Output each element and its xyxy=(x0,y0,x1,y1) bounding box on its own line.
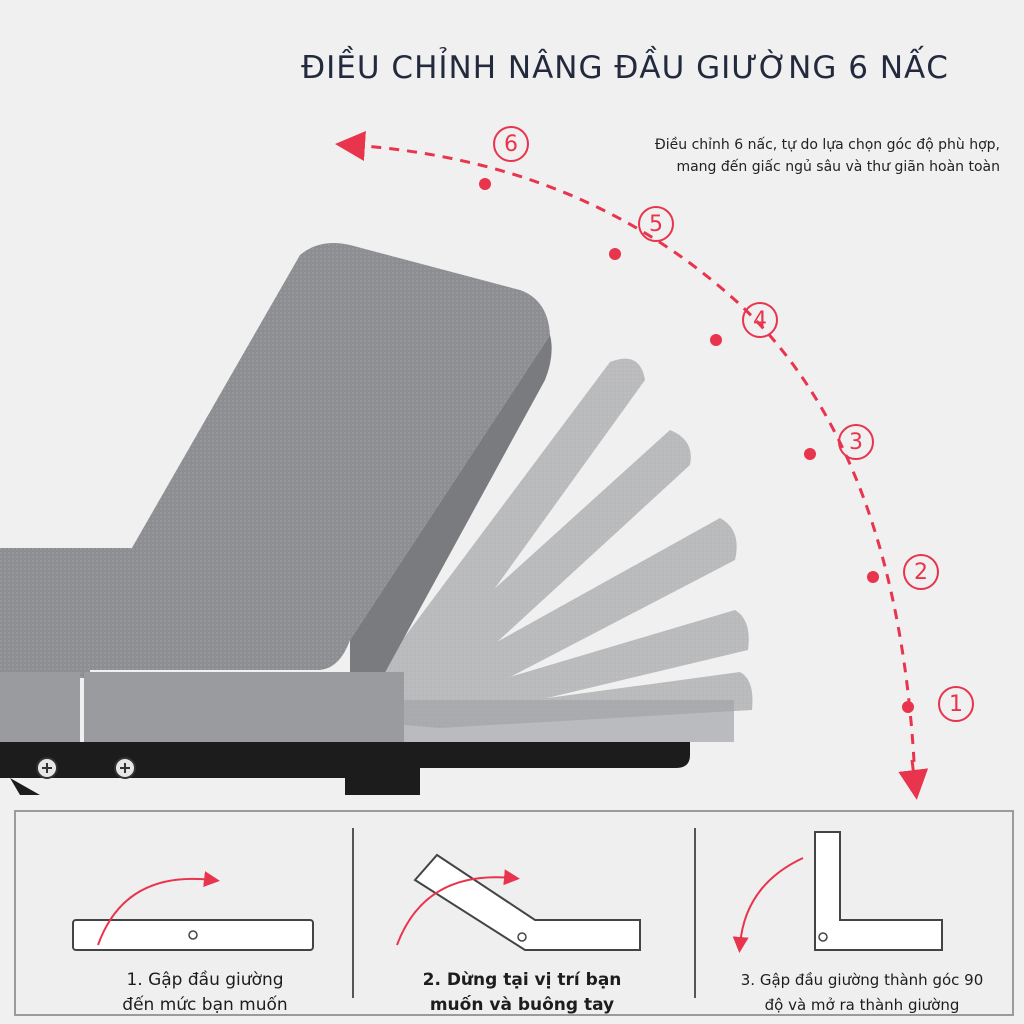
adjustment-arc xyxy=(335,131,917,781)
page-title: ĐIỀU CHỈNH NÂNG ĐẦU GIƯỜNG 6 NẤC xyxy=(301,50,949,86)
raised-backrest xyxy=(125,242,550,671)
ghost-backrest-2 xyxy=(360,518,737,724)
ghost-backrest-3 xyxy=(355,430,691,722)
step-3-line-2: độ và mở ra thành giường xyxy=(764,996,960,1014)
position-dot-4 xyxy=(710,334,722,346)
step-3-caption: 3. Gập đầu giường thành góc 90 độ và mở … xyxy=(712,968,1012,1018)
ghost-backrest-1 xyxy=(365,610,749,726)
position-label-2: 2 xyxy=(903,554,939,590)
step-2-line-1: 2. Dừng tại vị trí bạn xyxy=(422,970,622,990)
position-label-1: 1 xyxy=(938,686,974,722)
position-dot-6 xyxy=(479,178,491,190)
arc-down-arrow xyxy=(898,759,929,800)
position-dot-3 xyxy=(804,448,816,460)
mattress-front-mid xyxy=(84,672,404,742)
step-2-line-2: muốn và buông tay xyxy=(429,995,615,1015)
description: Điều chỉnh 6 nấc, tự do lựa chọn góc độ … xyxy=(560,134,1000,178)
position-label-6: 6 xyxy=(493,126,529,162)
frame-leg-left xyxy=(10,778,40,795)
panel-divider-2 xyxy=(694,828,696,998)
position-dot-5 xyxy=(609,248,621,260)
mattress-front-right xyxy=(404,700,734,742)
mattress-top xyxy=(0,548,250,670)
bed-frame xyxy=(0,742,690,795)
step-2-caption: 2. Dừng tại vị trí bạn muốn và buông tay xyxy=(372,968,672,1018)
panel-divider-1 xyxy=(352,828,354,998)
mattress-front-left xyxy=(0,672,80,742)
position-label-4: 4 xyxy=(742,302,778,338)
description-line-1: Điều chỉnh 6 nấc, tự do lựa chọn góc độ … xyxy=(654,137,1000,153)
backrest-side xyxy=(350,335,552,700)
step-1-caption: 1. Gập đầu giường đến mức bạn muốn xyxy=(60,968,350,1018)
position-dot-2 xyxy=(867,571,879,583)
step-1-line-1: 1. Gập đầu giường xyxy=(126,970,284,990)
step-3-line-1: 3. Gập đầu giường thành góc 90 xyxy=(740,971,984,989)
description-line-2: mang đến giấc ngủ sâu và thư giãn hoàn t… xyxy=(676,159,1000,175)
position-dot-1 xyxy=(902,701,914,713)
step-1-line-2: đến mức bạn muốn xyxy=(122,995,288,1015)
ghost-backrest-4 xyxy=(350,358,645,720)
position-label-5: 5 xyxy=(638,206,674,242)
position-label-3: 3 xyxy=(838,424,874,460)
